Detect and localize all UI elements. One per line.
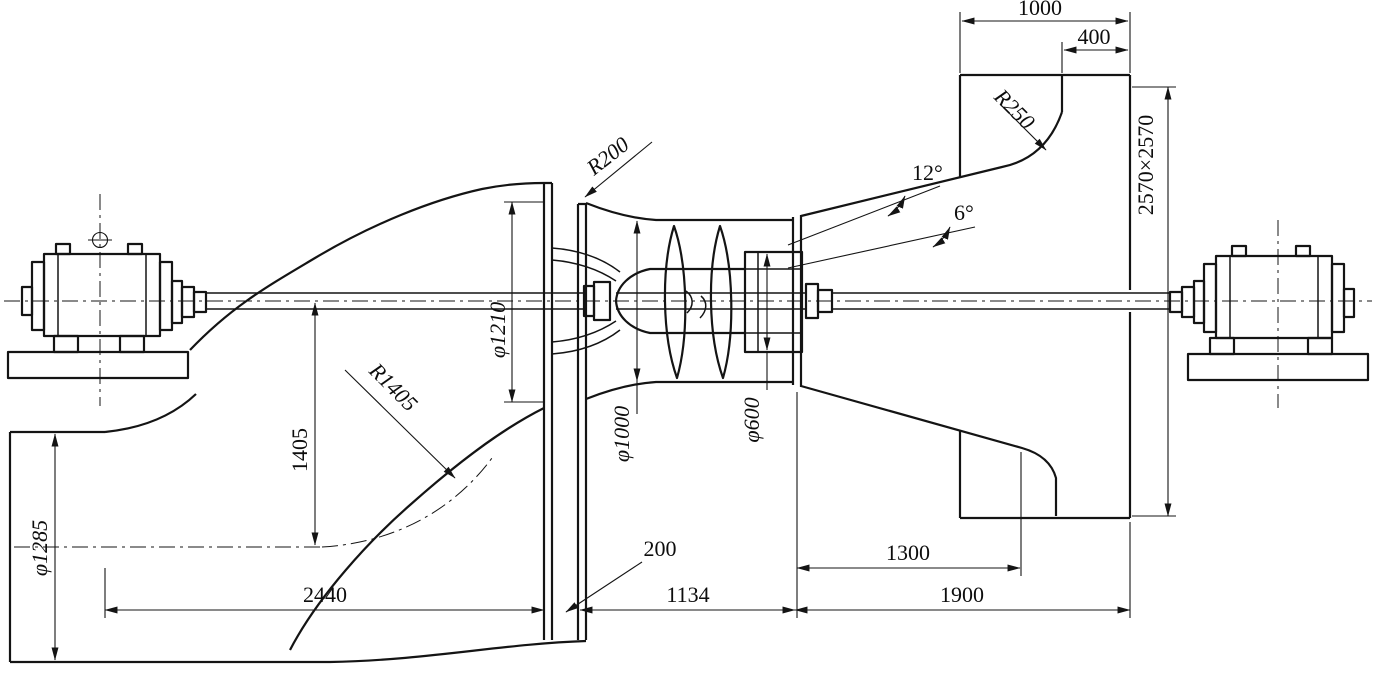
bend-upper-left-wall	[104, 393, 197, 434]
left-motor-base-plate	[6, 350, 190, 380]
label-r200: R200	[581, 132, 634, 181]
hub-nose-top	[614, 267, 745, 302]
angle-line-12deg	[787, 185, 941, 246]
shaft-couplings	[582, 280, 834, 322]
left-motor-end-cap	[158, 260, 174, 332]
bend-centerline	[321, 457, 493, 548]
blade-root-section	[685, 290, 693, 314]
centerlines	[4, 194, 1372, 548]
casing-bottom-wall	[585, 380, 793, 401]
shaft	[206, 292, 1170, 310]
bellmouth-lip	[551, 259, 617, 282]
label-phi600: φ600	[739, 397, 764, 442]
bellmouth-lip	[551, 247, 621, 273]
left-motor-lifting-eye-icon	[88, 231, 112, 249]
pump-section-details	[551, 247, 802, 355]
left-motor-stud	[54, 242, 72, 256]
diffuser-bottom-wall	[800, 384, 1058, 516]
label-top-width: 1000	[1018, 0, 1062, 20]
bend-inner-wall-r1405	[289, 407, 545, 651]
label-1900: 1900	[940, 582, 984, 607]
leader-r200	[584, 141, 653, 198]
angle-arc-12deg	[887, 195, 906, 217]
leader-r250	[999, 103, 1047, 151]
left-motor-stud	[126, 242, 144, 256]
label-angle-6: 6°	[954, 200, 974, 225]
intake-casing	[8, 181, 587, 664]
blade-root-section	[699, 295, 707, 319]
label-r250: R250	[989, 83, 1040, 134]
label-2440: 2440	[303, 582, 347, 607]
discharge-column	[958, 73, 1132, 520]
label-r1405: R1405	[364, 357, 423, 416]
left-motor-assembly	[6, 242, 208, 380]
dimension-labels: 1000 400 2570×2570 R250 12° 6° R200 φ121…	[27, 0, 1158, 607]
right-motor-end-cap	[1330, 262, 1346, 334]
right-motor-assembly	[1168, 244, 1370, 382]
right-coupling	[1168, 290, 1184, 314]
right-motor-end-cap	[1202, 262, 1218, 334]
label-column-section: 2570×2570	[1133, 115, 1158, 215]
guide-vane-hub-block	[743, 250, 804, 354]
right-motor-foot	[1306, 336, 1334, 356]
pump-section	[542, 181, 804, 640]
label-phi1210: φ1210	[485, 302, 510, 358]
label-1300: 1300	[886, 540, 930, 565]
left-coupling	[170, 279, 184, 325]
left-motor-foot	[118, 334, 146, 354]
angle-arc-6deg	[932, 226, 951, 248]
leader-200	[565, 561, 643, 613]
label-1134: 1134	[666, 582, 709, 607]
label-1405: 1405	[287, 428, 312, 472]
left-coupling	[192, 290, 208, 314]
label-top-opening: 400	[1078, 24, 1111, 49]
diffuser-top-wall-r250	[800, 111, 1064, 218]
right-coupling	[1180, 285, 1196, 319]
leader-r1405	[344, 369, 456, 479]
label-phi1285: φ1285	[27, 520, 52, 576]
dimension-lines	[51, 17, 1172, 661]
label-phi1000: φ1000	[609, 406, 634, 462]
runner-blade	[663, 224, 687, 380]
right-motor-stud	[1230, 244, 1248, 258]
label-angle-12: 12°	[912, 160, 943, 185]
right-motor-foot	[1208, 336, 1236, 356]
right-coupling	[1192, 279, 1206, 325]
diffuser-cone	[800, 111, 1064, 516]
front-chamber-wall	[542, 181, 554, 640]
bellmouth-lip	[551, 320, 617, 343]
right-motor-hub	[1342, 287, 1356, 319]
bellmouth-lip	[551, 329, 621, 355]
casing-top-wall	[585, 201, 793, 222]
left-motor-hub	[20, 285, 34, 317]
left-motor-end-cap	[30, 260, 46, 332]
label-200: 200	[644, 536, 677, 561]
left-motor-foot	[52, 334, 80, 354]
left-motor-detail-lines	[57, 254, 147, 336]
runner-blade	[709, 224, 733, 380]
intake-floor	[10, 639, 587, 664]
right-motor-body	[1214, 254, 1334, 340]
hub-nose-bottom	[614, 300, 745, 335]
rear-chamber-wall	[576, 202, 588, 640]
left-coupling	[180, 285, 196, 319]
intake-top-contour	[189, 181, 545, 351]
left-motor-body	[42, 252, 162, 338]
right-motor-detail-lines	[1229, 256, 1319, 338]
right-motor-stud	[1294, 244, 1312, 258]
leader-lines	[344, 103, 1047, 613]
